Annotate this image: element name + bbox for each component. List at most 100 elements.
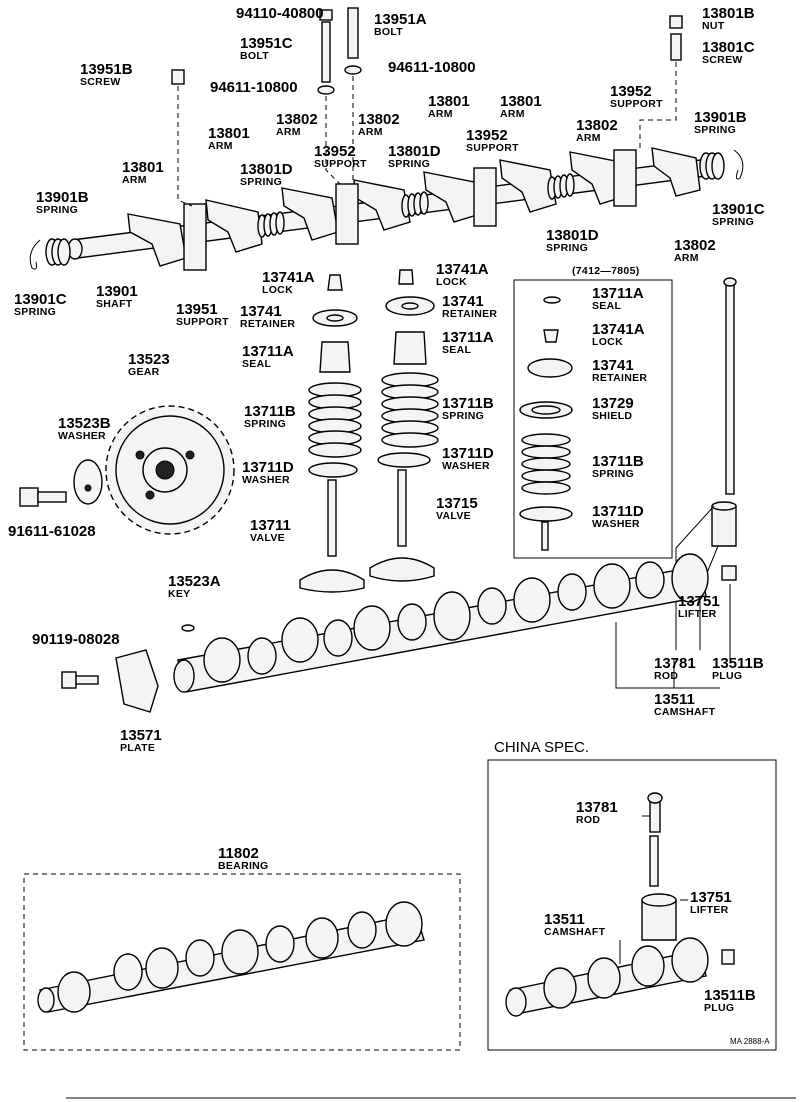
china-spec-box [487,759,777,1051]
rocker-arm [205,199,263,253]
part-name: CAMSHAFT [544,926,606,938]
washer-94611-b [344,65,362,75]
part-number: 94611-10800 [388,59,476,76]
part-name: VALVE [250,532,285,544]
part-number: 90119-08028 [32,631,120,648]
part-number: 13715 [436,495,478,512]
part-name: ARM [674,252,699,264]
part-name: ROD [654,670,678,682]
part-number: 13711D [592,503,644,520]
part-name: SUPPORT [466,142,519,154]
part-number: 13523 [128,351,170,368]
part-number: 13711D [242,459,294,476]
rocker-spacer-spring [257,211,285,238]
rocker-end-clip-right [733,149,744,180]
part-name: SPRING [244,418,286,430]
part-number: 13711A [592,285,644,302]
part-number: 13801 [208,125,250,142]
part-number: 13901C [712,201,765,218]
callout-l-94611b: 94611-10800 [388,59,476,76]
camshaft-plug [721,565,737,581]
part-name: VALVE [436,510,471,522]
part-name: SPRING [240,176,282,188]
part-name: ARM [208,140,233,152]
part-name: GEAR [128,366,160,378]
part-name: WASHER [242,474,290,486]
thrust-plate [115,649,159,713]
bolt-13951C [321,21,331,83]
camshaft-with-bearings [37,901,425,1013]
bolt-13951A [347,7,359,59]
part-name: RETAINER [442,308,497,320]
part-name: SCREW [702,54,743,66]
camshaft-key [181,624,195,632]
rocker-end-spring-left [45,238,71,266]
part-name: SCREW [80,76,121,88]
valve-assembly-left [299,274,365,593]
part-number: 13801B [702,5,755,22]
valve-spring-right [381,372,439,448]
alt-valve-box [513,279,673,559]
china-camshaft [505,937,709,1017]
camshaft-main [173,553,709,693]
part-name: KEY [168,588,191,600]
part-number: 13711 [250,517,291,534]
rocker-end-spring-right [699,152,725,180]
part-number: 94611-10800 [210,79,298,96]
part-name: SPRING [388,158,430,170]
part-name: SPRING [14,306,56,318]
rocker-support [613,149,637,207]
part-number: 13801 [500,93,542,110]
part-number: 13711B [244,403,296,420]
callout-l-90119: 90119-08028 [32,631,120,648]
part-name: SEAL [442,344,471,356]
part-name: SUPPORT [176,316,229,328]
screw-13951B [171,69,185,85]
timing-gear [105,405,235,535]
part-name: LIFTER [690,904,729,916]
part-name: ARM [428,108,453,120]
part-number: 13801D [388,143,441,160]
part-number: 13951B [80,61,133,78]
part-number: 13711A [442,329,494,346]
part-number: 13801D [546,227,599,244]
part-name: SPRING [36,204,78,216]
rocker-support [335,183,359,245]
part-number: 13523B [58,415,111,432]
part-number: 13741A [592,321,645,338]
part-number: 91611-61028 [8,523,96,540]
part-number: 13741 [240,303,282,320]
part-name: LOCK [592,336,623,348]
part-number: 13741A [436,261,489,278]
part-name: SPRING [546,242,588,254]
part-number: 13523A [168,573,221,590]
part-name: ARM [122,174,147,186]
nut-13801B [669,15,683,29]
valve-lifter [711,505,737,547]
part-number: 13801 [428,93,470,110]
part-number: 13952 [610,83,652,100]
